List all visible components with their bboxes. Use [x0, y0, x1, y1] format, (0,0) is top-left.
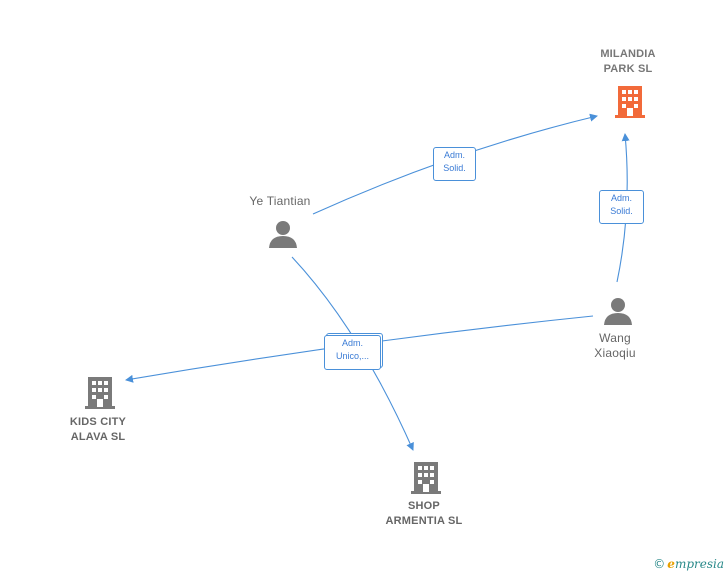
building-icon[interactable]: [411, 460, 441, 494]
node-label-ye-tiantian[interactable]: Ye Tiantian: [249, 194, 311, 208]
person-icon[interactable]: [603, 296, 633, 326]
brand-logo-text: mpresia: [674, 557, 724, 571]
edge-badge-ye-milandia[interactable]: Adm. Solid.: [433, 147, 476, 181]
node-label-wang-xiaoqiu[interactable]: Wang Xiaoqiu: [594, 331, 636, 360]
node-label-kids-city-alava[interactable]: KIDS CITY ALAVA SL: [69, 416, 127, 443]
edge-badge-center[interactable]: Adm. Unico,...: [324, 335, 381, 370]
brand-logo: ©empresia: [653, 557, 724, 571]
node-label-shop-armentia[interactable]: SHOP ARMENTIA SL: [385, 500, 463, 527]
building-icon[interactable]: [85, 375, 115, 409]
building-icon[interactable]: [615, 84, 645, 118]
copyright-symbol: ©: [653, 557, 666, 571]
node-label-milandia-park[interactable]: MILANDIA PARK SL: [600, 48, 656, 75]
edge-badge-wang-milandia[interactable]: Adm. Solid.: [599, 190, 644, 224]
person-icon[interactable]: [268, 219, 298, 249]
brand-logo-initial: e: [667, 557, 675, 571]
